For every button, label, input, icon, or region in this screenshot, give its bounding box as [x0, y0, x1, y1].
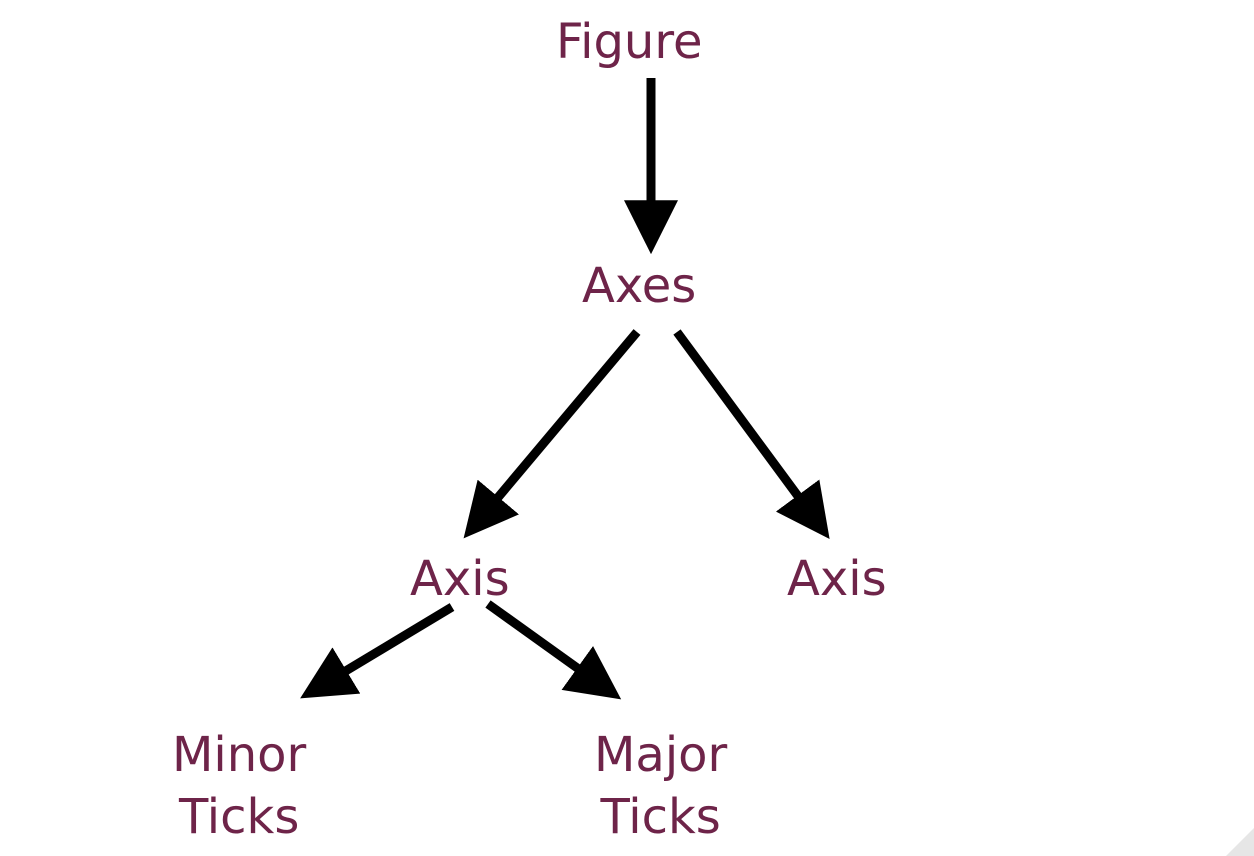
arrow-axes-to-axis-left: [463, 329, 641, 539]
major-ticks-line-2: Ticks: [600, 789, 721, 845]
node-figure: Figure: [556, 14, 703, 70]
page-corner-fold: [1226, 828, 1254, 856]
node-axis-left: Axis: [410, 551, 510, 607]
major-ticks-line-1: Major: [594, 727, 728, 783]
arrow-axis-to-major-ticks: [485, 600, 622, 700]
node-minor-ticks: Minor Ticks: [172, 724, 306, 848]
arrow-axis-to-minor-ticks: [300, 603, 455, 699]
minor-ticks-line-1: Minor: [172, 727, 307, 783]
node-axis-right: Axis: [787, 551, 887, 607]
node-axes: Axes: [582, 258, 697, 314]
arrow-axes-to-axis-right: [673, 329, 830, 540]
node-major-ticks: Major Ticks: [594, 724, 727, 848]
minor-ticks-line-2: Ticks: [178, 789, 300, 845]
